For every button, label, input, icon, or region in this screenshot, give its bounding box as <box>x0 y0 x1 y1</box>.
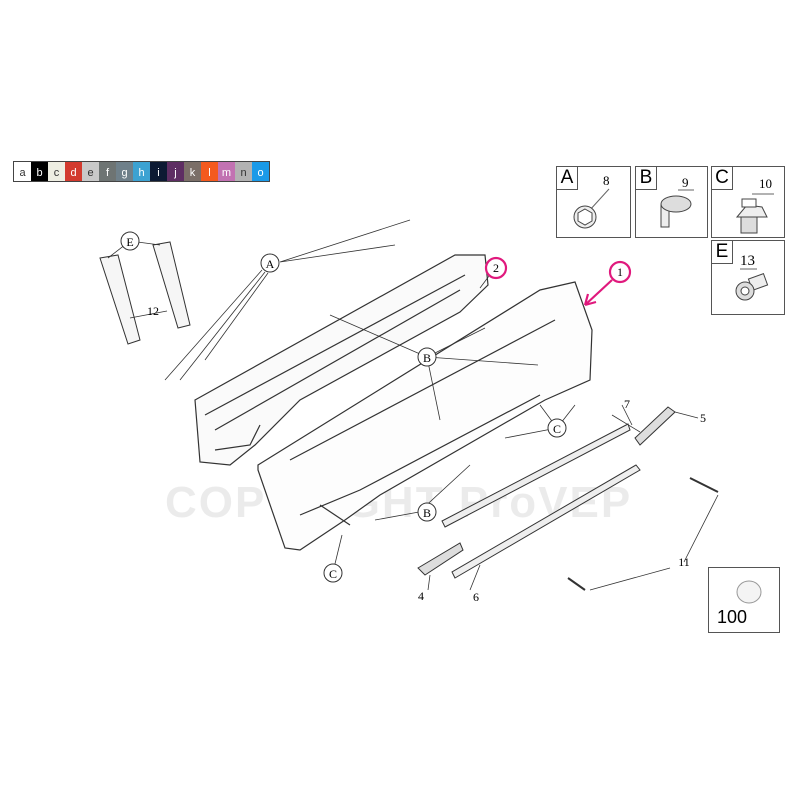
part-number-12: 12 <box>147 304 159 318</box>
callout-b: B <box>423 351 431 365</box>
color-swatch-n: n <box>235 162 252 181</box>
callout-e: E <box>126 235 133 249</box>
legend-part-number: 10 <box>759 176 772 191</box>
legend-letter: B <box>635 166 657 190</box>
part-100-box: 100 <box>708 567 780 633</box>
part-number-100: 100 <box>717 607 748 627</box>
color-swatch-i: i <box>150 162 167 181</box>
color-swatch-g: g <box>116 162 133 181</box>
legend-letter: A <box>556 166 578 190</box>
color-swatch-m: m <box>218 162 235 181</box>
part-number-11: 11 <box>678 555 690 569</box>
legend-box-a: A 8 <box>556 166 631 238</box>
reflector-5 <box>634 406 676 446</box>
bolt-icon <box>735 268 769 301</box>
callout-b: B <box>423 506 431 520</box>
wiring-11 <box>567 477 719 591</box>
bracket-12 <box>99 241 191 345</box>
legend-part-number: 13 <box>740 253 755 269</box>
cap-icon <box>736 580 762 604</box>
part-number-5: 5 <box>700 411 706 425</box>
bumper-reinforcement-2 <box>194 254 489 466</box>
color-swatch-l: l <box>201 162 218 181</box>
color-swatch-f: f <box>99 162 116 181</box>
color-swatch-c: c <box>48 162 65 181</box>
part-number-1: 1 <box>617 265 623 279</box>
clip-icon <box>735 193 774 234</box>
color-swatch-k: k <box>184 162 201 181</box>
legend-part-number: 8 <box>603 173 610 188</box>
highlight-callouts <box>484 256 632 307</box>
legend-letter: C <box>711 166 733 190</box>
callout-c: C <box>553 422 561 436</box>
color-swatch-b: b <box>31 162 48 181</box>
part-number-7: 7 <box>624 397 630 411</box>
color-swatch-d: d <box>65 162 82 181</box>
color-swatch-e: e <box>82 162 99 181</box>
color-swatch-h: h <box>133 162 150 181</box>
part-number-6: 6 <box>473 590 479 604</box>
legend-box-e: E 13 <box>711 240 785 315</box>
callout-a: A <box>266 257 275 271</box>
part-number-2: 2 <box>493 261 499 275</box>
bumper-cover-1 <box>257 281 593 551</box>
color-swatch-j: j <box>167 162 184 181</box>
reflector-4 <box>417 542 464 576</box>
legend-box-c: C 10 <box>711 166 785 238</box>
screw-icon <box>660 189 694 228</box>
trim-strip-7 <box>441 423 631 528</box>
leader-lines <box>107 219 719 591</box>
legend-letter: E <box>711 240 733 264</box>
color-swatch-o: o <box>252 162 269 181</box>
legend-part-number: 9 <box>682 175 689 190</box>
nut-icon <box>573 188 610 229</box>
trim-strip-6 <box>451 464 641 579</box>
color-swatch-a: a <box>14 162 31 181</box>
legend-box-b: B 9 <box>635 166 708 238</box>
part-number-4: 4 <box>418 589 424 603</box>
callout-c: C <box>329 567 337 581</box>
